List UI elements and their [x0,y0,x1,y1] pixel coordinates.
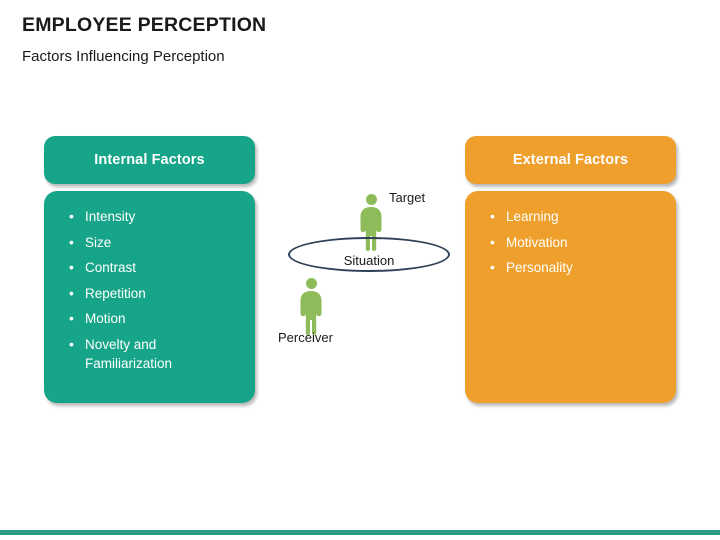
bullet-icon: • [69,335,74,352]
perceiver-person-icon [296,278,326,335]
list-item[interactable]: • Learning [465,207,676,226]
list-item[interactable]: • Novelty and Familiarization [44,335,255,373]
list-item-label: Intensity [85,209,136,224]
target-label: Target [389,190,426,205]
internal-factors-list: • Intensity • Size • Contrast • Repetiti… [44,207,255,379]
target-person-icon [356,194,386,251]
external-factors-body: • Learning • Motivation • Personality [465,191,676,403]
person-body-icon [300,291,322,335]
footer-accent-bar [0,530,720,535]
list-item-label: Motion [85,311,126,326]
external-factors-header[interactable]: External Factors [465,136,676,184]
list-item-label: Personality [506,260,573,275]
external-factors-list: • Learning • Motivation • Personality [465,207,676,284]
bullet-icon: • [69,284,74,301]
person-body-icon [360,207,382,251]
page-title: EMPLOYEE PERCEPTION [22,14,267,36]
bullet-icon: • [490,233,495,250]
situation-label: Situation [343,253,395,268]
list-item[interactable]: • Size [44,233,255,252]
bullet-icon: • [69,233,74,250]
list-item[interactable]: • Contrast [44,258,255,277]
list-item-label: Contrast [85,260,137,275]
perceiver-label: Perceiver [278,330,333,345]
list-item-label: Repetition [85,285,146,301]
external-factors-header-label: External Factors [512,152,629,168]
bullet-icon: • [69,310,74,326]
list-item[interactable]: • Intensity [44,207,255,226]
perception-diagram: Target Situation Perceiver [276,190,466,350]
bullet-icon: • [69,208,74,224]
list-item-label: Learning [506,209,559,224]
bullet-icon: • [490,259,495,275]
internal-factors-header-label: Internal Factors [94,152,205,168]
list-item-label: Motivation [506,234,568,250]
list-item[interactable]: • Repetition [44,284,255,303]
internal-factors-body: • Intensity • Size • Contrast • Repetiti… [44,191,255,403]
bullet-icon: • [490,208,495,224]
list-item[interactable]: • Motivation [465,233,676,252]
list-item-label: Size [85,234,112,250]
internal-factors-header[interactable]: Internal Factors [44,136,255,184]
list-item[interactable]: • Personality [465,258,676,277]
page-subtitle: Factors Influencing Perception [22,48,225,65]
list-item[interactable]: • Motion [44,309,255,328]
list-item-label: Novelty and Familiarization [85,336,173,371]
bullet-icon: • [69,259,74,275]
person-head-icon [306,278,317,289]
situation-ellipse-icon [288,237,450,272]
person-head-icon [366,194,377,205]
